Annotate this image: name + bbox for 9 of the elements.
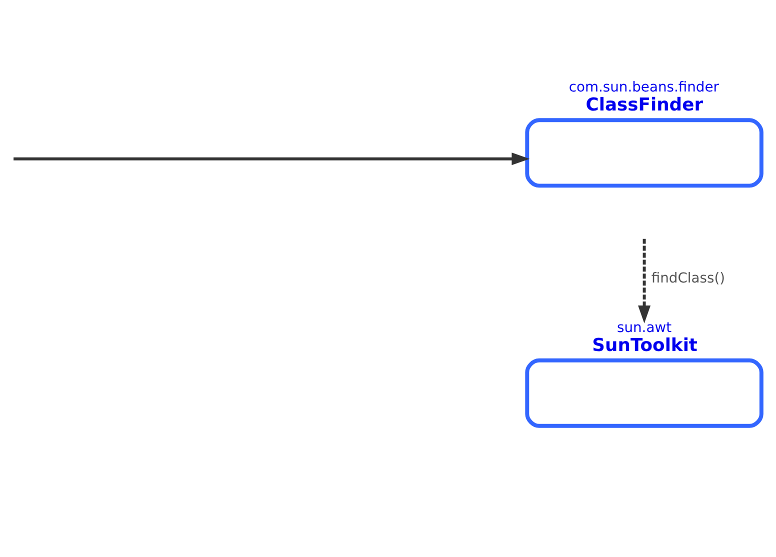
edge-label: findClass() xyxy=(651,270,726,286)
node-label: com.sun.beans.finder xyxy=(568,79,719,96)
node-label: ClassFinder xyxy=(586,94,704,116)
node-label: sun.awt xyxy=(616,319,672,336)
arrow xyxy=(638,238,651,323)
node-box xyxy=(525,358,764,428)
node-label: SunToolkit xyxy=(592,334,698,356)
arrow xyxy=(14,152,530,165)
node-box xyxy=(525,118,764,188)
